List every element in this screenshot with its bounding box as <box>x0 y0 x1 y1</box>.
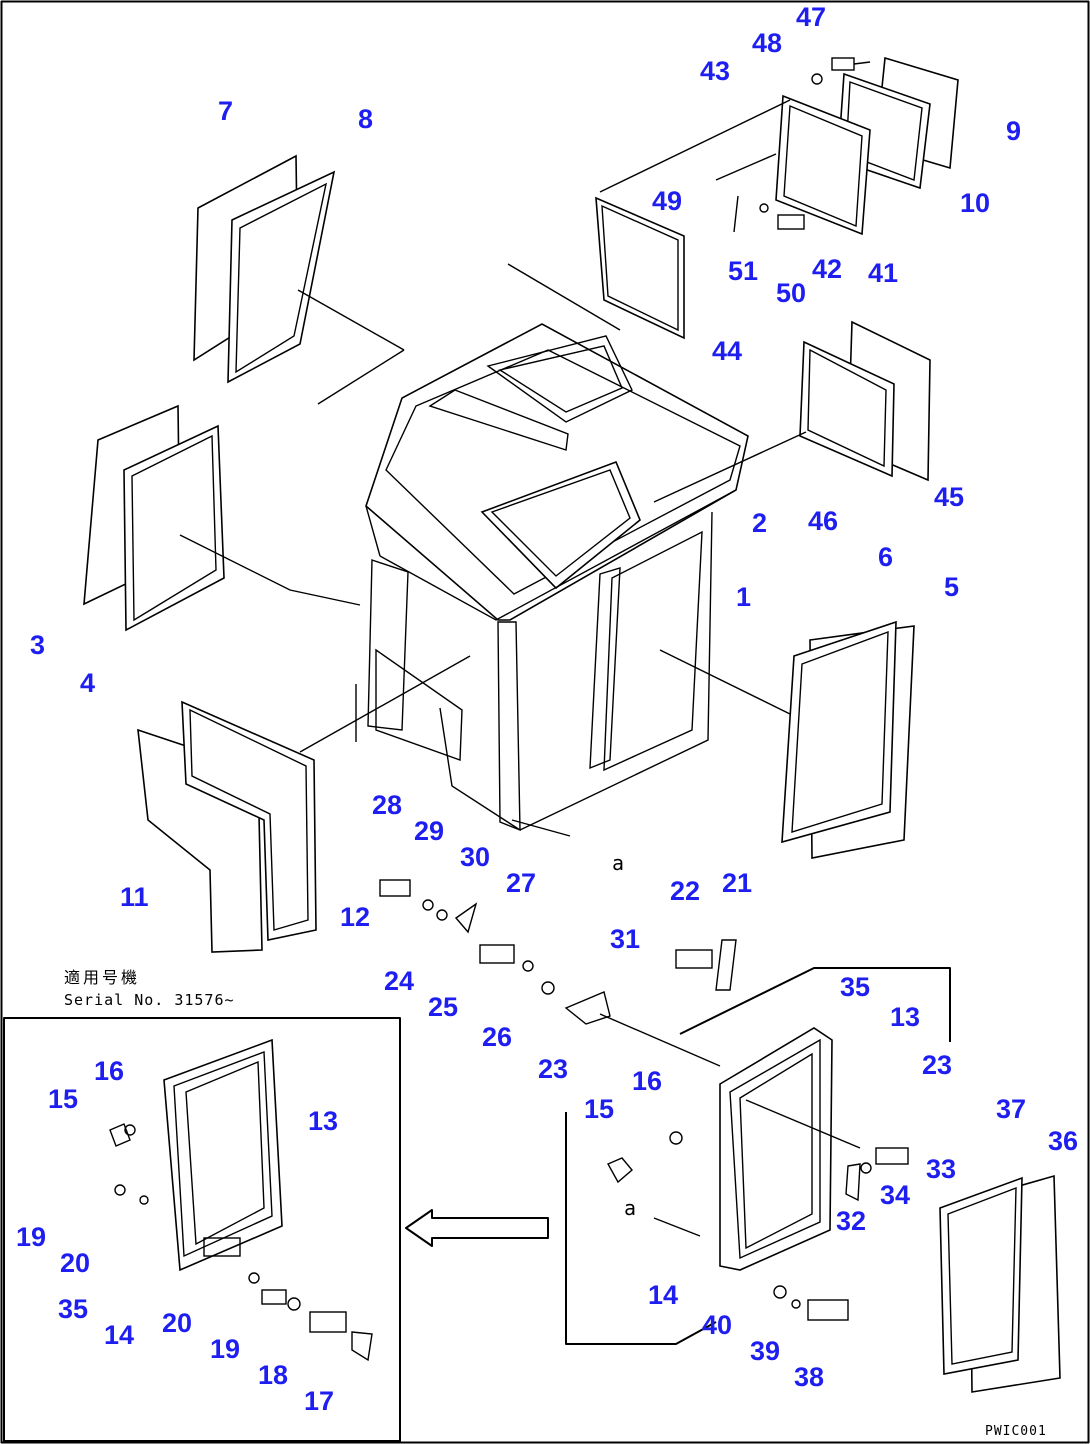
callout-7: 7 <box>218 96 234 126</box>
cab-body <box>355 323 749 837</box>
callout-23-upper: 23 <box>538 1054 569 1084</box>
callout-16-detail: 16 <box>94 1056 125 1086</box>
callout-37: 37 <box>996 1094 1027 1124</box>
callout-2: 2 <box>752 508 768 538</box>
serial-note-jp: 適用号機 <box>64 968 141 987</box>
callout-19-detail-b: 19 <box>210 1334 241 1364</box>
left-lower-window <box>83 404 361 632</box>
callout-10: 10 <box>960 188 991 218</box>
callout-35-detail: 35 <box>58 1294 89 1324</box>
callout-41: 41 <box>868 258 899 288</box>
callout-51: 51 <box>728 256 759 286</box>
callout-50: 50 <box>776 278 807 308</box>
callout-27: 27 <box>506 868 537 898</box>
callout-16-main: 16 <box>632 1066 663 1096</box>
callout-21: 21 <box>722 868 753 898</box>
callout-14-detail: 14 <box>104 1320 135 1350</box>
callout-15-detail: 15 <box>48 1084 79 1114</box>
callout-20-detail-b: 20 <box>162 1308 193 1338</box>
callout-31: 31 <box>610 924 641 954</box>
door-glass-36 <box>939 1174 1061 1393</box>
drawing-code: PWIC001 <box>985 1424 1047 1439</box>
callout-9: 9 <box>1006 116 1022 146</box>
callout-4: 4 <box>80 668 96 698</box>
callout-25: 25 <box>428 992 459 1022</box>
callout-39: 39 <box>750 1336 781 1366</box>
callout-36: 36 <box>1048 1126 1079 1156</box>
callout-8: 8 <box>358 104 374 134</box>
right-upper-window <box>653 320 931 503</box>
callout-30: 30 <box>460 842 491 872</box>
rear-window-assembly <box>507 56 959 331</box>
callout-33: 33 <box>926 1154 957 1184</box>
callout-47: 47 <box>796 2 827 32</box>
callout-3: 3 <box>30 630 46 660</box>
callout-23-lower: 23 <box>922 1050 953 1080</box>
callout-46: 46 <box>808 506 839 536</box>
right-door-window <box>659 620 915 859</box>
callout-29: 29 <box>414 816 445 846</box>
hinge-fasteners <box>379 879 611 1025</box>
serial-detail-box <box>3 1017 401 1442</box>
callout-15-main: 15 <box>584 1094 615 1124</box>
callout-5: 5 <box>944 572 960 602</box>
callout-19-detail-a: 19 <box>16 1222 47 1252</box>
upper-hinge <box>675 939 737 991</box>
callout-22: 22 <box>670 876 701 906</box>
callout-49: 49 <box>652 186 683 216</box>
callout-1: 1 <box>736 582 752 612</box>
callout-48: 48 <box>752 28 783 58</box>
callout-13-detail: 13 <box>308 1106 339 1136</box>
callout-35-main: 35 <box>840 972 871 1002</box>
callout-11: 11 <box>120 882 149 912</box>
callout-6: 6 <box>878 542 894 572</box>
callout-20-detail-a: 20 <box>60 1248 91 1278</box>
callout-40: 40 <box>702 1310 733 1340</box>
callout-14-main: 14 <box>648 1280 679 1310</box>
callout-44: 44 <box>712 336 743 366</box>
callout-24: 24 <box>384 966 415 996</box>
callout-42: 42 <box>812 254 843 284</box>
left-upper-window <box>193 154 405 405</box>
roof-window-44 <box>595 196 685 340</box>
detail-marker-a: a <box>612 851 626 875</box>
detail-marker-b: a <box>624 1196 638 1220</box>
callout-18: 18 <box>258 1360 289 1390</box>
callout-34: 34 <box>880 1180 911 1210</box>
callout-45: 45 <box>934 482 965 512</box>
callout-13-main: 13 <box>890 1002 921 1032</box>
callout-43: 43 <box>700 56 731 86</box>
callout-26: 26 <box>482 1022 513 1052</box>
serial-detail-door <box>109 1038 373 1362</box>
callout-38: 38 <box>794 1362 825 1392</box>
callout-28: 28 <box>372 790 403 820</box>
left-door-window <box>137 655 471 953</box>
door-assembly <box>565 967 951 1345</box>
callout-12: 12 <box>340 902 371 932</box>
detail-arrow-icon <box>405 1209 549 1247</box>
callout-32: 32 <box>836 1206 867 1236</box>
serial-note: Serial No. 31576~ <box>64 991 235 1009</box>
callout-17: 17 <box>304 1386 335 1416</box>
